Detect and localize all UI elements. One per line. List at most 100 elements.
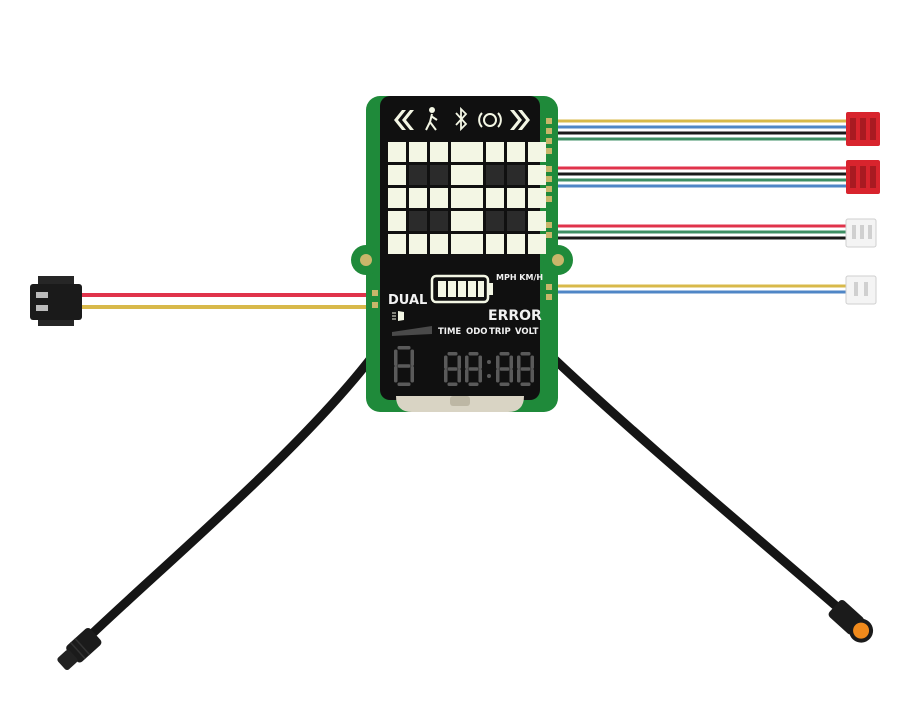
info-digit-segment xyxy=(394,366,398,383)
info-digit-segment xyxy=(520,367,531,371)
info-digit-segment xyxy=(465,355,469,369)
left-cable xyxy=(57,352,377,671)
right-wire-bundle-3 xyxy=(555,218,877,248)
info-label-volt: VOLT xyxy=(515,327,539,337)
orange-connector-face xyxy=(853,622,870,639)
speed-digits xyxy=(388,142,546,254)
speed-digit-cell xyxy=(451,234,469,254)
info-digit-segment xyxy=(509,355,513,369)
info-digit-segment xyxy=(468,382,479,386)
white-connector-2 xyxy=(845,275,877,305)
speed-digit-cell xyxy=(409,234,427,254)
speed-digit-cell xyxy=(409,142,427,162)
red-connector-1 xyxy=(846,112,880,146)
info-digit-segment xyxy=(520,382,531,386)
info-digit-segment xyxy=(499,352,510,356)
info-digit-segment xyxy=(447,382,458,386)
speed-digit-cell xyxy=(528,142,546,162)
error-label: ERROR xyxy=(488,308,542,324)
walk-assist-icon xyxy=(425,107,438,131)
speed-digit-cell xyxy=(430,188,448,208)
speed-digit-cell xyxy=(430,165,448,185)
speed-digit-cell xyxy=(507,142,525,162)
info-digit-segment xyxy=(468,352,479,356)
speed-digit-cell xyxy=(409,211,427,231)
info-digit-segment xyxy=(465,369,469,383)
speed-digit-cell xyxy=(507,165,525,185)
info-label-odo: ODO xyxy=(466,327,488,337)
left-black-connector xyxy=(30,276,82,326)
speed-digit-cell xyxy=(486,211,504,231)
info-digit-segment xyxy=(457,369,461,383)
speed-digit-cell xyxy=(465,142,483,162)
info-digit-segment xyxy=(397,382,411,386)
speed-digit-cell xyxy=(388,165,406,185)
speed-digit-cell xyxy=(486,165,504,185)
info-digit-segment xyxy=(444,355,448,369)
speed-digit-cell xyxy=(507,188,525,208)
speed-digit-cell xyxy=(388,211,406,231)
colon-dot xyxy=(487,374,491,378)
red-connector-2 xyxy=(846,160,880,194)
right-wire-bundle-1 xyxy=(555,112,880,146)
speed-digit-cell xyxy=(451,165,469,185)
speed-digit-cell xyxy=(465,211,483,231)
arrow-right-icon xyxy=(510,110,530,130)
info-digit-segment xyxy=(499,382,510,386)
lcd-flex-tab xyxy=(396,396,524,412)
light-beam-icon xyxy=(392,311,404,321)
left-wire-bundle xyxy=(30,276,372,326)
info-digit-segment xyxy=(530,355,534,369)
lcd-panel: MPH KM/H DUAL ERROR TIME ODO TRIP VOLT xyxy=(380,96,546,412)
right-wire-bundle-4 xyxy=(555,275,877,305)
speed-digit-cell xyxy=(409,188,427,208)
speed-digit-cell xyxy=(451,211,469,231)
speed-digit-cell xyxy=(430,142,448,162)
info-digit-segment xyxy=(499,367,510,371)
colon-dot xyxy=(487,360,491,364)
info-label-trip: TRIP xyxy=(489,327,511,337)
speed-digit-cell xyxy=(528,188,546,208)
info-digit-segment xyxy=(444,369,448,383)
info-digit-segment xyxy=(410,366,414,383)
bluetooth-icon xyxy=(455,106,468,132)
speed-digit-cell xyxy=(465,234,483,254)
info-digit-segment xyxy=(530,369,534,383)
speed-digit-cell xyxy=(465,165,483,185)
info-label-time: TIME xyxy=(438,327,461,337)
speed-units-label: MPH KM/H xyxy=(496,273,543,282)
info-digit-segment xyxy=(410,349,414,366)
speed-digit-cell xyxy=(451,142,469,162)
progress-bar-segments xyxy=(392,326,432,336)
info-digit-segment xyxy=(397,346,411,350)
battery-icon xyxy=(430,274,493,304)
arrow-left-icon xyxy=(394,110,414,130)
info-digit-segment xyxy=(496,355,500,369)
speed-digit-cell xyxy=(486,234,504,254)
speed-digit-cell xyxy=(465,188,483,208)
info-digit-segment xyxy=(478,355,482,369)
info-digit-segment xyxy=(517,355,521,369)
speed-digit-cell xyxy=(451,188,469,208)
dual-mode-label: DUAL xyxy=(388,293,427,308)
right-wire-bundle-2 xyxy=(555,160,880,194)
info-digit-segment xyxy=(394,349,398,366)
right-cable xyxy=(547,352,874,643)
speed-digit-cell xyxy=(486,142,504,162)
info-digit-segment xyxy=(509,369,513,383)
info-digit-segment xyxy=(397,364,411,368)
speed-digit-cell xyxy=(388,188,406,208)
info-digit-segment xyxy=(447,352,458,356)
white-connector-1 xyxy=(845,218,877,248)
speed-digit-cell xyxy=(486,188,504,208)
info-digit-segment xyxy=(457,355,461,369)
speed-digit-cell xyxy=(507,234,525,254)
speed-digit-cell xyxy=(430,234,448,254)
headlight-icon xyxy=(478,112,502,128)
speed-digit-cell xyxy=(388,234,406,254)
info-digit-segment xyxy=(468,367,479,371)
speed-digit-cell xyxy=(507,211,525,231)
info-digit-segment xyxy=(496,369,500,383)
